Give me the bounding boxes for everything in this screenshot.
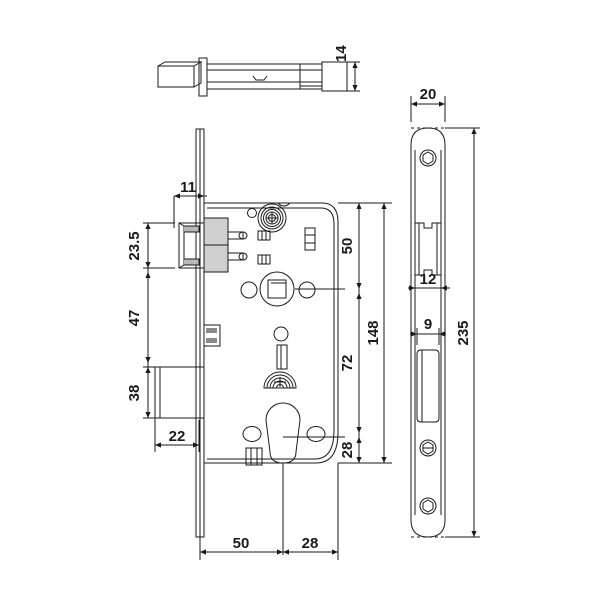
dim-label-faceplate-width: 20	[420, 86, 437, 103]
dim-38-arrow-bottom	[145, 412, 151, 418]
dim-label-bolt-thickness: 14	[333, 45, 350, 62]
dim-22-arrow-right	[193, 442, 199, 448]
dim-14-arrow-bottom	[352, 85, 358, 91]
bolt-detail-view	[157, 57, 360, 97]
top-screw-boss	[257, 203, 287, 233]
dim-9-arrow-right	[439, 331, 445, 337]
dim-label-latch-cutout: 12	[420, 271, 437, 288]
dim-72-arrow-top	[356, 293, 362, 299]
dim-47-arrow-bottom	[145, 357, 151, 363]
dim-11-arrow-right	[198, 193, 204, 199]
dim-50b-arrow-left	[200, 549, 206, 555]
dim-label-mid-spacing: 47	[126, 310, 143, 327]
latch-pin-lower	[228, 252, 244, 261]
dim-28b-arrow-left	[283, 549, 289, 555]
dim-20-arrow-left	[411, 101, 417, 107]
dim-9-arrow-left	[411, 331, 417, 337]
dim-50-arrow-bottom	[356, 283, 362, 289]
faceplate-bolt-cutout	[416, 349, 440, 423]
bolt-guide	[203, 324, 221, 347]
dim-28r-arrow-bottom	[356, 457, 362, 463]
lock-case-inner-outline	[207, 207, 335, 460]
case-top-notch	[277, 202, 291, 207]
lock-body-view	[143, 128, 392, 560]
dim-148-arrow-bottom	[381, 457, 387, 463]
dim-label-faceplate-length: 235	[455, 320, 472, 345]
dim-label-cylinder-to-bottom: 28	[339, 442, 356, 459]
bolt-rear-block	[321, 61, 348, 92]
dim-label-latch-height: 23.5	[126, 231, 143, 260]
dim-28b-arrow-right	[332, 549, 338, 555]
bolt-faceplate-rib	[198, 57, 208, 97]
bolt-tip-chamfer	[157, 61, 203, 67]
dim-235-arrow-top	[471, 128, 477, 134]
hole-small-upper	[247, 208, 257, 218]
latch-pin-upper	[228, 231, 244, 240]
slot-mid-vertical	[276, 344, 288, 370]
dim-label-handle-to-cylinder: 72	[339, 355, 356, 372]
bolt-notch	[252, 75, 268, 81]
dim-12-arrow-left	[409, 285, 415, 291]
faceplate-view	[408, 96, 480, 538]
dim-label-deadbolt-height: 38	[126, 385, 143, 402]
dim-235-arrow-bottom	[471, 531, 477, 537]
spindle-follower	[259, 271, 295, 307]
dim-23.5-arrow-top	[145, 223, 151, 229]
slot-group-bottom	[245, 447, 263, 466]
bolt-tip	[157, 65, 195, 88]
latch-pin-lower-end	[238, 252, 248, 261]
hole-left-of-spindle	[240, 281, 258, 299]
dim-label-backset-right: 28	[302, 535, 319, 552]
slot-group-right	[304, 227, 316, 251]
hole-mid	[273, 326, 289, 342]
dim-label-backset-offset: 11	[180, 179, 196, 196]
dim-14-arrow-top	[352, 62, 358, 68]
faceplate-outline	[410, 127, 446, 538]
bolt-guide-slot-b	[206, 338, 217, 343]
dim-50-arrow-top	[356, 203, 362, 209]
latch-head-slot-top	[184, 225, 200, 233]
dim-11-arrow-left	[174, 193, 180, 199]
faceplate-screw-top	[419, 149, 437, 167]
faceplate-screw-mid	[419, 439, 437, 457]
lock-case-outline	[203, 202, 339, 464]
dim-20-arrow-right	[439, 101, 445, 107]
dim-50b-arrow-right	[277, 549, 283, 555]
latch-pin-upper-end	[238, 231, 248, 240]
latch-head-slot-bottom	[184, 258, 200, 266]
deadbolt-block	[154, 366, 205, 419]
dim-label-upper-centre: 50	[339, 238, 356, 255]
dim-12-arrow-right	[441, 285, 447, 291]
dim-47-arrow-top	[145, 272, 151, 278]
faceplate-latch-cutout	[414, 222, 442, 276]
lower-screw-boss	[263, 371, 297, 389]
cylinder-keyhole	[265, 402, 301, 464]
faceplate-screw-bottom	[419, 497, 437, 515]
dim-label-backset-left: 50	[233, 535, 250, 552]
dim-38-arrow-top	[145, 367, 151, 373]
dim-label-bolt-cutout: 9	[424, 316, 432, 333]
bolt-shaft	[206, 63, 323, 90]
slot-group-upper	[257, 230, 271, 265]
bolt-tip-edge	[193, 62, 202, 88]
dim-148-arrow-top	[381, 203, 387, 209]
dim-72-arrow-bottom	[356, 427, 362, 433]
dim-22-arrow-left	[155, 442, 161, 448]
hole-right-of-cylinder	[306, 426, 326, 442]
dim-label-deadbolt-throw: 22	[169, 428, 186, 445]
hole-left-of-cylinder	[242, 426, 262, 442]
latch-head-face	[178, 222, 185, 269]
bolt-guide-slot-a	[206, 328, 217, 333]
hole-right-of-spindle	[298, 281, 316, 299]
dim-label-case-height: 148	[365, 320, 382, 345]
lock-faceplate-strip	[195, 128, 205, 538]
dim-23.5-arrow-bottom	[145, 262, 151, 268]
dim-28r-arrow-top	[356, 437, 362, 443]
